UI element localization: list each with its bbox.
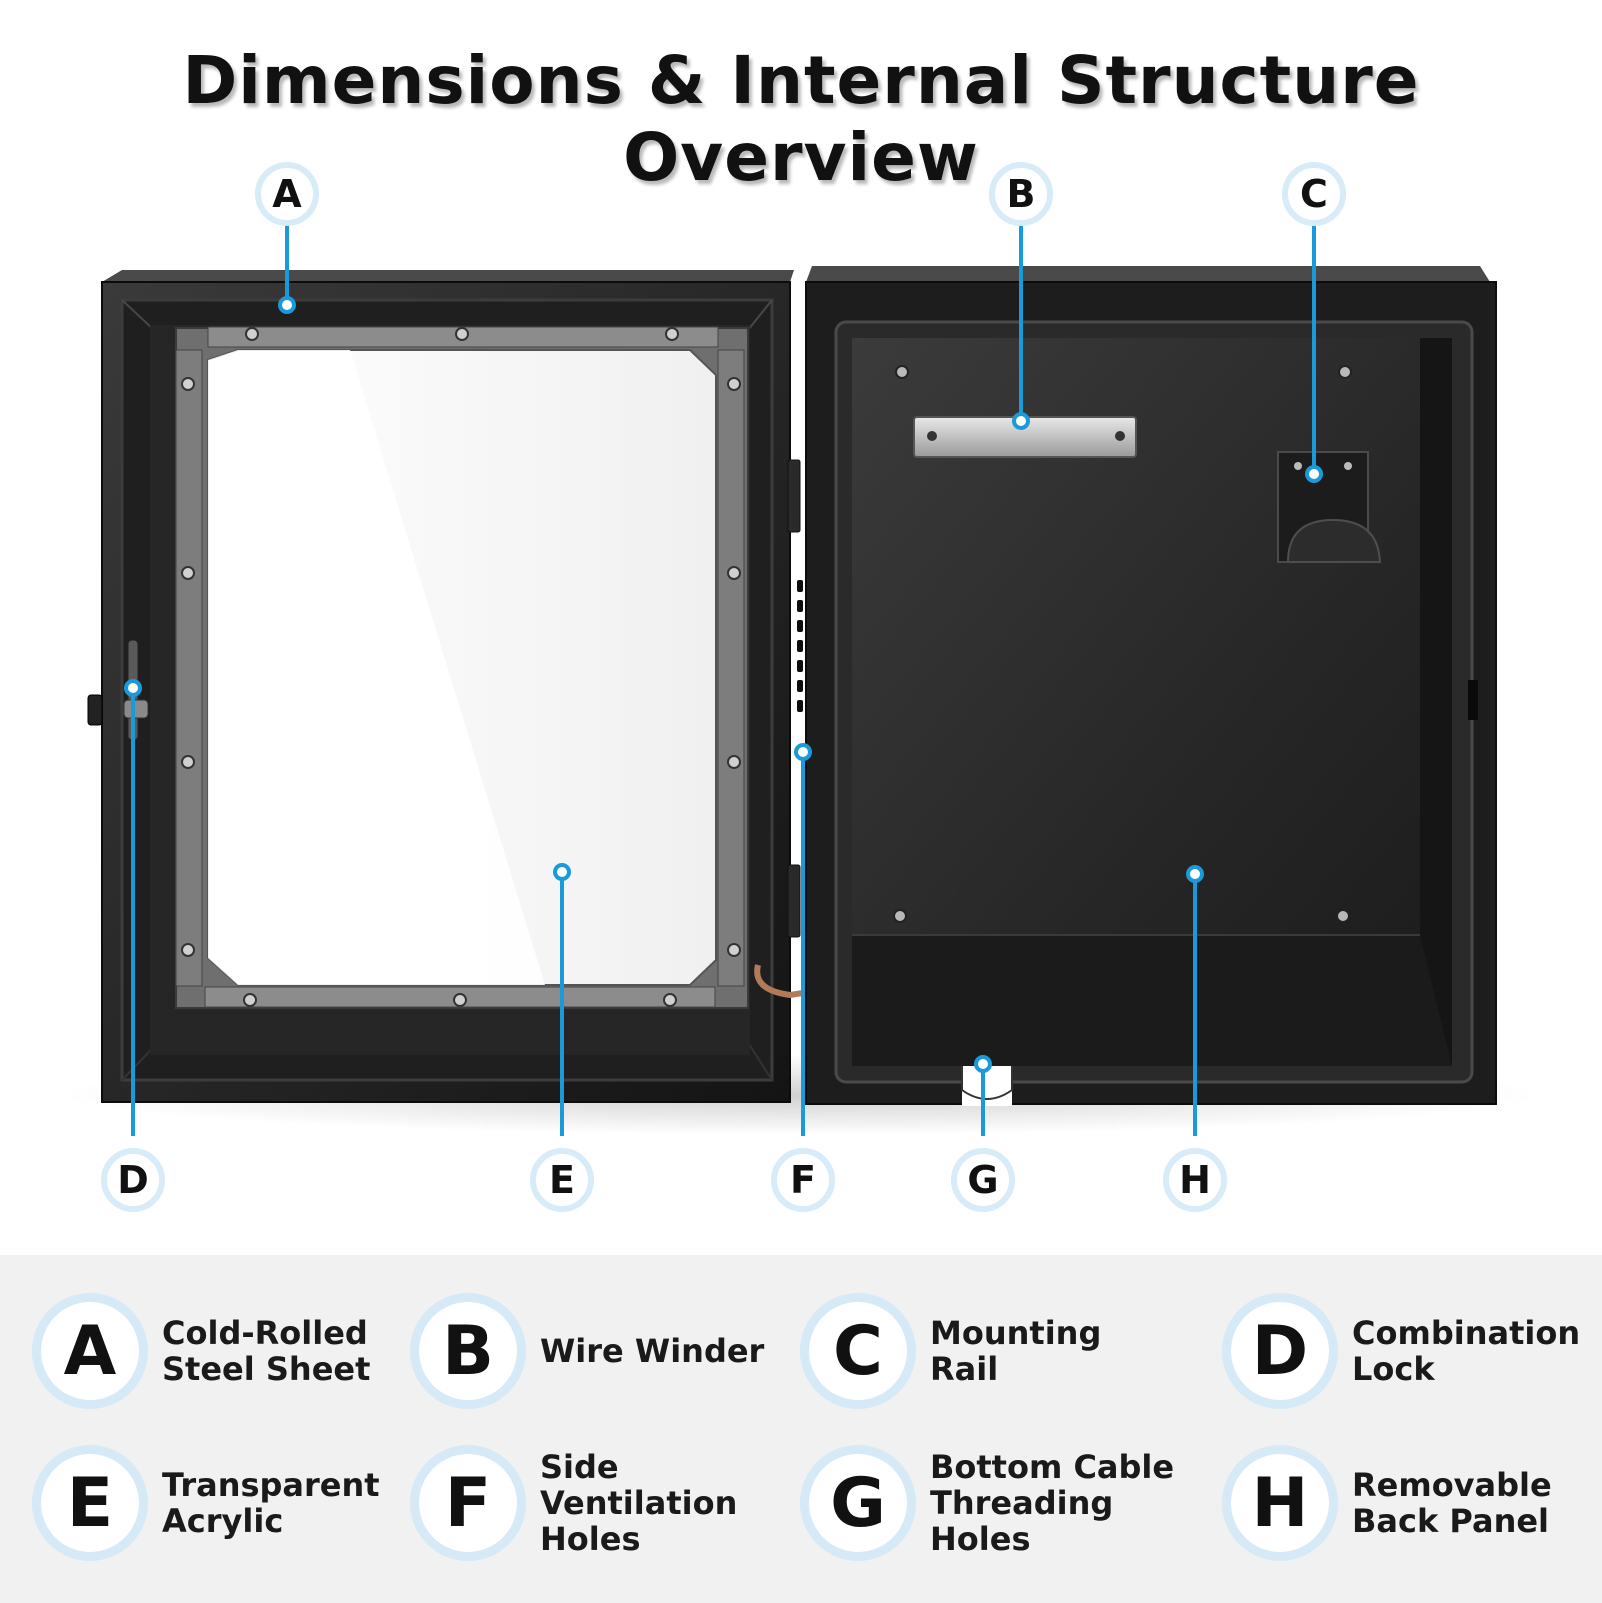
legend-label-g: Bottom Cable Threading Holes xyxy=(930,1448,1175,1558)
marker-a: A xyxy=(255,162,319,226)
page-title: Dimensions & Internal Structure Overview xyxy=(182,42,1420,196)
marker-e: E xyxy=(530,1148,594,1212)
legend-badge-d: D xyxy=(1222,1293,1338,1409)
marker-h: H xyxy=(1163,1148,1227,1212)
leader-dots xyxy=(124,296,1323,1073)
legend-badge-f: F xyxy=(410,1445,526,1561)
legend-label-e: Transparent Acrylic xyxy=(162,1466,380,1540)
cabinet-body xyxy=(805,266,1497,1106)
marker-c: C xyxy=(1282,162,1346,226)
marker-g: G xyxy=(951,1148,1015,1212)
legend xyxy=(0,1255,1602,1603)
marker-f: F xyxy=(771,1148,835,1212)
legend-label-d: Combination Lock xyxy=(1352,1314,1581,1388)
legend-badge-h: H xyxy=(1222,1445,1338,1561)
legend-label-b: Wire Winder xyxy=(540,1332,765,1370)
leader-lines xyxy=(131,218,1316,1136)
cabinet-door xyxy=(87,270,856,1103)
cabinet-diagram xyxy=(60,218,1540,1136)
legend-label-c: Mounting Rail xyxy=(930,1314,1102,1388)
legend-label-h: Removable Back Panel xyxy=(1352,1466,1552,1540)
marker-b: B xyxy=(989,162,1053,226)
legend-badge-b: B xyxy=(410,1293,526,1409)
legend-badge-c: C xyxy=(800,1293,916,1409)
legend-label-f: Side Ventilation Holes xyxy=(540,1448,738,1558)
legend-badge-a: A xyxy=(32,1293,148,1409)
legend-badge-g: G xyxy=(800,1445,916,1561)
legend-badge-e: E xyxy=(32,1445,148,1561)
marker-d: D xyxy=(101,1148,165,1212)
legend-label-a: Cold-Rolled Steel Sheet xyxy=(162,1314,371,1388)
